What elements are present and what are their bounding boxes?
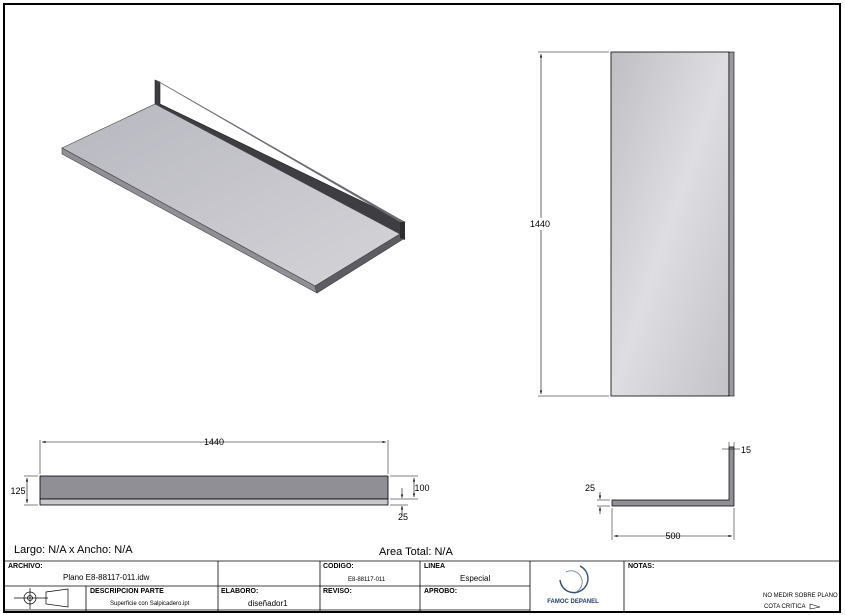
- plan-face: [610, 51, 730, 397]
- largo-ancho-text: Largo: N/A x Ancho: N/A: [14, 544, 133, 556]
- elaboro-value: diseñador1: [248, 599, 288, 608]
- front-elevation: 1440 125 100 25: [10, 437, 429, 522]
- elevation-base: [39, 498, 389, 506]
- projection-symbol-icon: [14, 588, 69, 609]
- sheet-border: [3, 3, 841, 613]
- note-no-medir: NO MEDIR SOBRE PLANO: [763, 593, 838, 599]
- dim-side-500: 500: [665, 531, 680, 541]
- iso-backsplash-top: [155, 80, 405, 222]
- elaboro-label: ELABORO:: [221, 588, 258, 595]
- codigo-value: E8-88117-011: [348, 577, 386, 583]
- archivo-value: Plano E8-88117-011.idw: [63, 573, 150, 582]
- dim-front-height: 1440: [530, 219, 550, 229]
- linea-label: LINEA: [424, 563, 445, 570]
- plan-view: 1440: [526, 51, 735, 397]
- profile-shape: [611, 446, 735, 507]
- dim-left-125: 125: [10, 486, 25, 496]
- note-cota-critica: COTA CRITICA: [764, 604, 806, 610]
- iso-corner: [400, 222, 405, 240]
- linea-value: Especial: [460, 574, 490, 583]
- dim-front-width: 1440: [204, 437, 224, 447]
- cota-critica-icon: [809, 603, 821, 610]
- area-total-text: Area Total: N/A: [379, 546, 453, 558]
- dim-side-15: 15: [741, 445, 751, 455]
- archivo-label: ARCHIVO:: [8, 563, 43, 570]
- notas-label: NOTAS:: [628, 563, 654, 570]
- famoc-logo: FAMOC DEPANEL: [547, 565, 599, 605]
- dim-bottom-25: 25: [398, 512, 408, 522]
- dim-side-25: 25: [585, 483, 595, 493]
- side-profile: 15 25 500: [585, 442, 751, 541]
- title-block: [4, 560, 840, 612]
- descripcion-label: DESCRIPCION PARTE: [90, 588, 164, 595]
- elevation-body: [39, 475, 389, 500]
- plan-backsplash-edge: [728, 51, 735, 397]
- aprobo-label: APROBO:: [424, 588, 457, 595]
- dim-right-100: 100: [414, 483, 429, 493]
- isometric-view: [61, 79, 406, 294]
- descripcion-value: Superficie con Salpicadero.ipt: [110, 601, 190, 607]
- codigo-label: CODIGO:: [323, 563, 354, 570]
- logo-text: FAMOC DEPANEL: [547, 599, 599, 605]
- reviso-label: REVISO:: [323, 588, 352, 595]
